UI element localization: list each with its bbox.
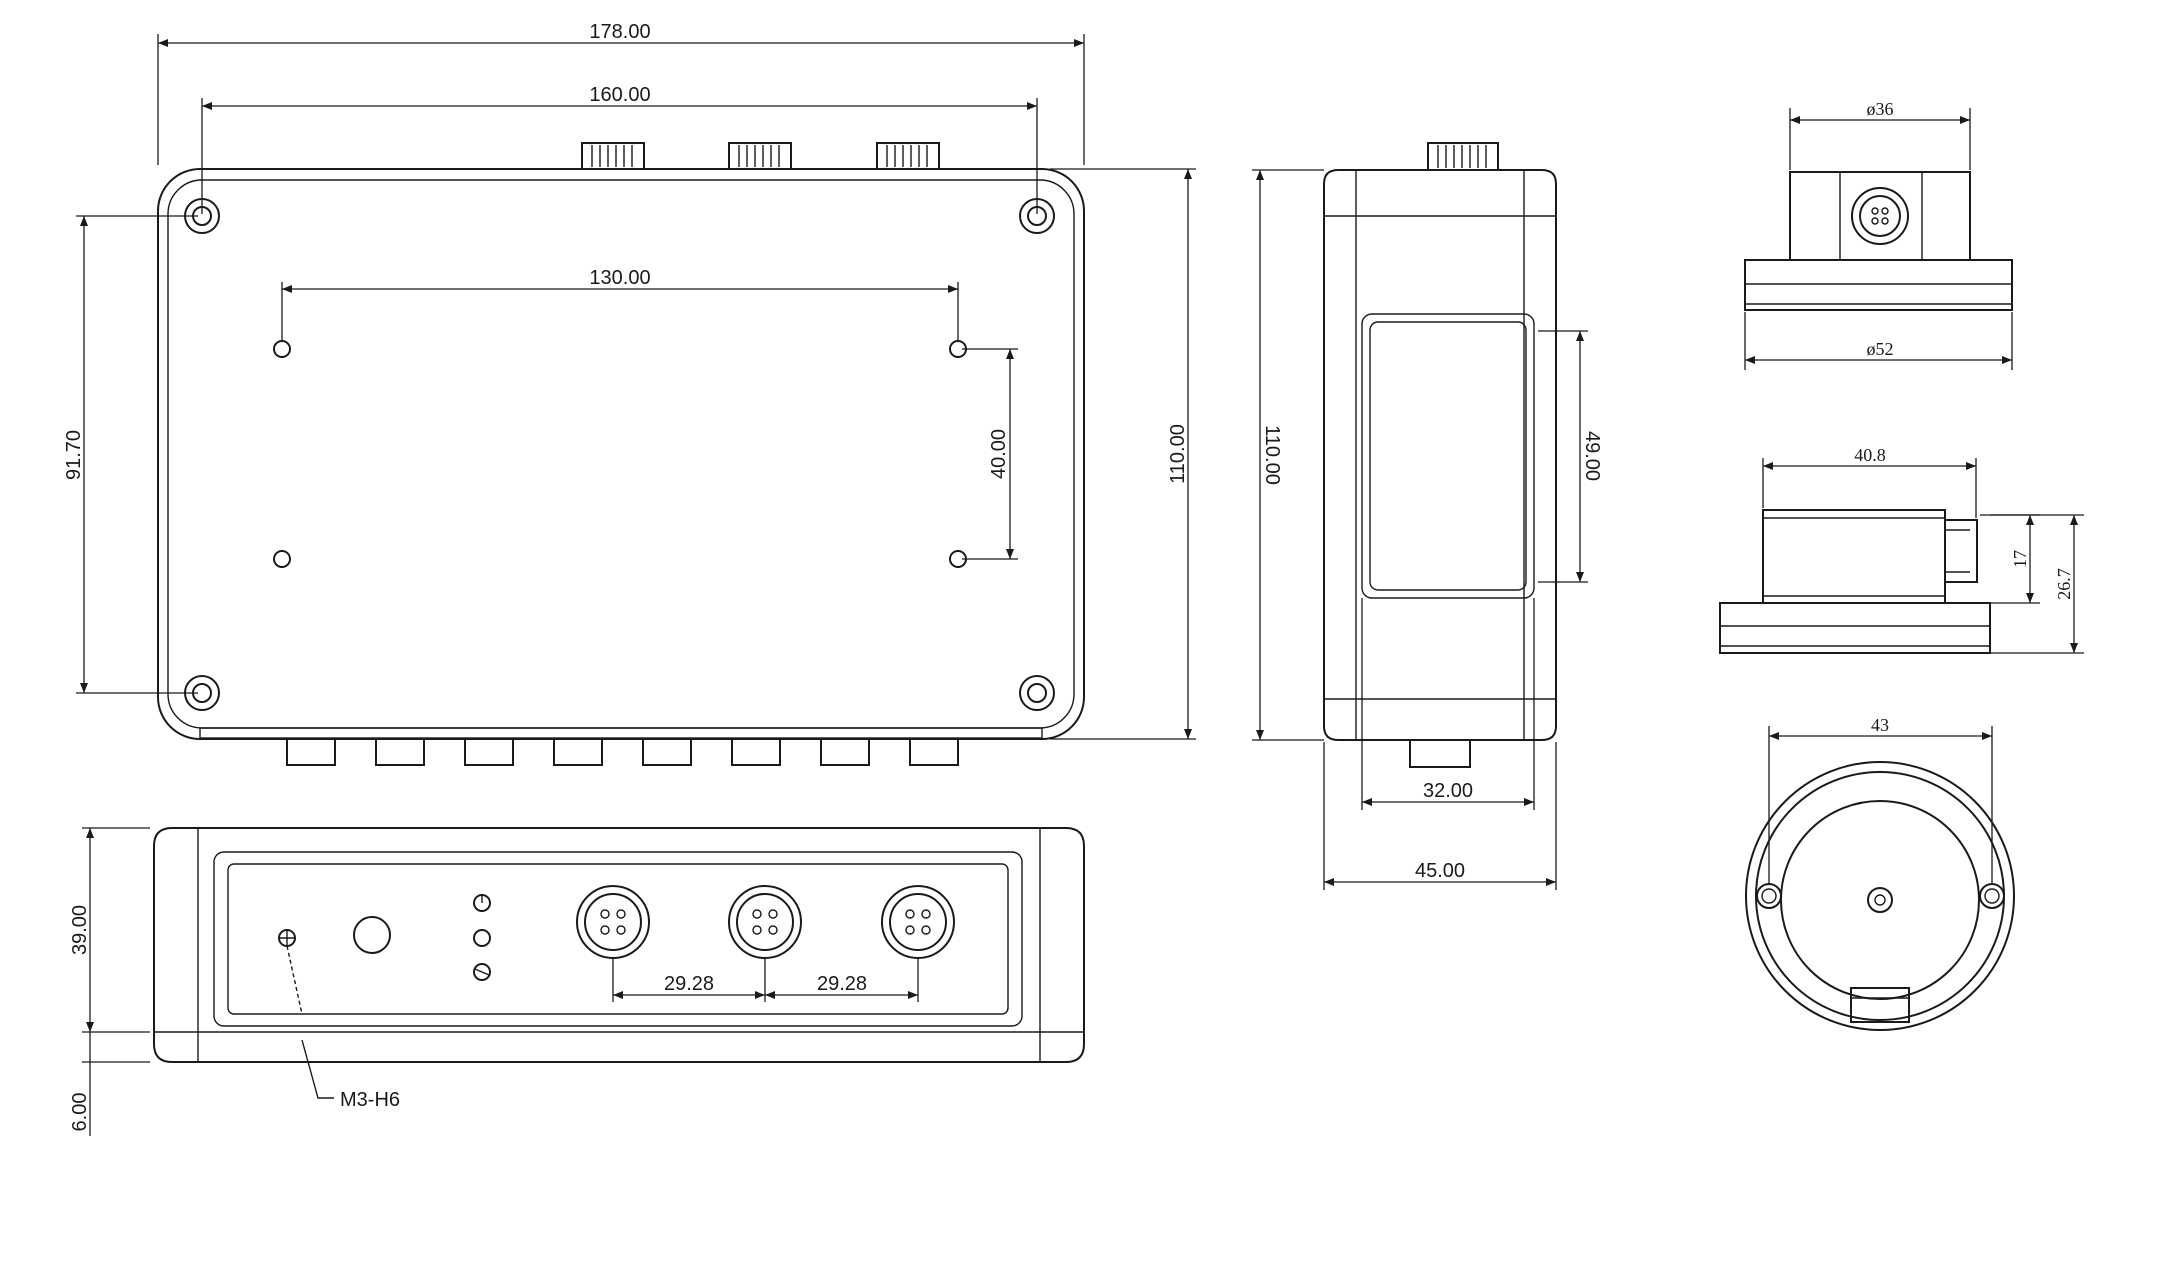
round-connector-1 [576,885,650,959]
dim-110-side: 110.00 [1261,425,1283,485]
dim-32: 32.00 [1423,780,1473,802]
dim-110-front: 110.00 [1167,424,1189,484]
bottom-connectors [286,738,959,766]
dim-178: 178.00 [589,21,650,43]
bottom-body [153,827,1085,1063]
dim-130: 130.00 [589,267,650,289]
label-m3-h6: M3-H6 [340,1089,400,1111]
dim-26-7: 26.7 [2054,568,2074,600]
side-window [1361,313,1535,599]
dim-49: 49.00 [1581,431,1603,481]
dim-d36: ø36 [1867,99,1894,119]
dim-91-70: 91.70 [63,430,85,480]
dim-29-28-b: 29.28 [817,973,867,995]
sensor-top-view: ø36 ø52 [1744,99,2013,370]
round-connector-2 [728,885,802,959]
bottom-panel-inner [227,863,1009,1015]
dim-39: 39.00 [69,905,91,955]
front-view: 178.00 160.00 130.00 91.70 40.00 110.00 [63,21,1196,766]
dim-d52: ø52 [1867,339,1894,359]
dim-43: 43 [1871,715,1889,735]
dim-17: 17 [2010,550,2030,568]
side-body [1323,169,1557,741]
dim-40-8: 40.8 [1854,445,1886,465]
front-body-inner [167,179,1075,729]
dim-6: 6.00 [69,1093,91,1132]
dim-29-28-a: 29.28 [664,973,714,995]
indicator-leds [473,894,491,981]
bottom-panel-outer [213,851,1023,1027]
knob [353,916,391,954]
round-connector-3 [881,885,955,959]
dim-45: 45.00 [1415,860,1465,882]
front-body-outer [157,168,1085,740]
side-view: 110.00 49.00 32.00 45.00 [1252,142,1603,890]
dim-160: 160.00 [589,84,650,106]
small-holes [273,340,967,568]
top-connectors [581,142,940,170]
dim-40: 40.00 [988,429,1010,479]
sensor-side-view: 40.8 17 26.7 [1719,445,2084,654]
bottom-view: 29.28 29.28 39.00 6.00 M3-H6 [69,827,1085,1136]
sensor-plan-view: 43 [1745,715,2015,1031]
